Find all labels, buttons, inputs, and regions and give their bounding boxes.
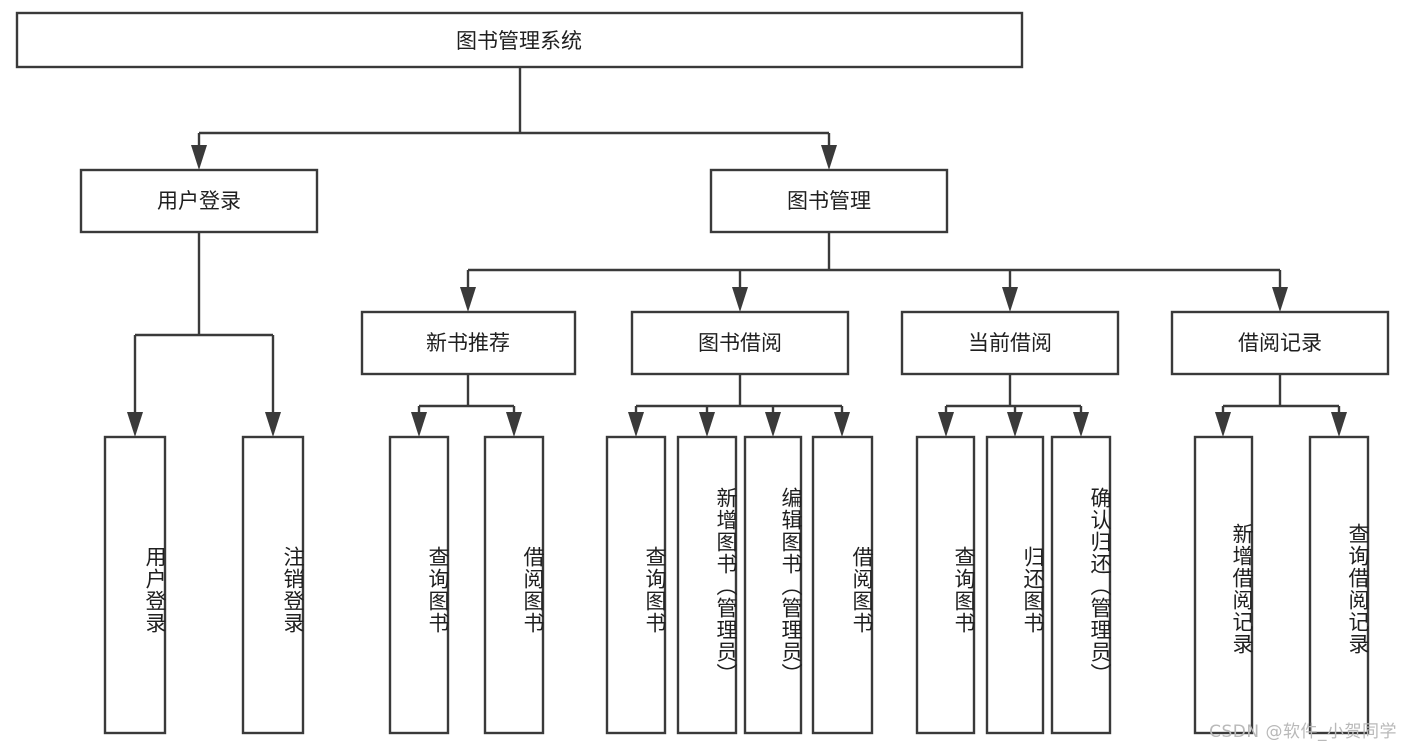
node-borrow-record-label: 借阅记录 <box>1238 331 1322 355</box>
node-book-borrow-box[interactable] <box>630 310 850 376</box>
leaf-box-add-book-admin[interactable] <box>676 435 738 735</box>
connector-group-userlogin <box>127 232 281 437</box>
leaf-box-edit-book-admin[interactable] <box>743 435 803 735</box>
connector-group-root <box>191 67 837 170</box>
leaf-box-query-borrow-record[interactable] <box>1308 435 1370 735</box>
leaf-boxes-group <box>103 435 1370 735</box>
arrow-head-icon <box>1331 412 1347 437</box>
leaf-box-borrow-book[interactable] <box>811 435 874 735</box>
leaf-box-add-borrow-record[interactable] <box>1193 435 1254 735</box>
arrow-head-icon <box>765 412 781 437</box>
arrow-head-icon <box>191 145 207 170</box>
node-book-management-box[interactable] <box>709 168 949 234</box>
leaf-box-return-book[interactable] <box>985 435 1045 735</box>
node-current-borrow-label: 当前借阅 <box>968 331 1052 355</box>
node-book-borrow-label: 图书借阅 <box>698 331 782 355</box>
arrow-head-icon <box>1007 412 1023 437</box>
arrow-head-icon <box>265 412 281 437</box>
connector-group-current <box>938 374 1089 437</box>
leaf-box-borrow-book-rec[interactable] <box>483 435 545 735</box>
arrow-head-icon <box>1073 412 1089 437</box>
node-root-system[interactable]: 图书管理系统 <box>15 11 1024 69</box>
leaf-box-query-book-rec[interactable] <box>388 435 450 735</box>
arrow-head-icon <box>732 287 748 312</box>
node-new-book-recommend[interactable]: 新书推荐 <box>360 310 577 376</box>
arrow-head-icon <box>1002 287 1018 312</box>
node-new-book-recommend-box[interactable] <box>360 310 577 376</box>
node-borrow-record[interactable]: 借阅记录 <box>1170 310 1390 376</box>
connector-group-record <box>1215 374 1347 437</box>
node-book-management-label: 图书管理 <box>787 189 871 213</box>
arrow-head-icon <box>938 412 954 437</box>
connector-group-bookmgmt <box>460 232 1288 312</box>
node-current-borrow[interactable]: 当前借阅 <box>900 310 1120 376</box>
node-user-login-label: 用户登录 <box>157 189 241 213</box>
connector-group-newbook <box>411 374 522 437</box>
arrow-head-icon <box>460 287 476 312</box>
node-root-label: 图书管理系统 <box>456 29 582 53</box>
arrow-head-icon <box>506 412 522 437</box>
leaf-box-query-book-current[interactable] <box>915 435 976 735</box>
node-book-borrow[interactable]: 图书借阅 <box>630 310 850 376</box>
connector-group-borrow <box>628 374 850 437</box>
leaf-box-query-book-borrow[interactable] <box>605 435 667 735</box>
arrow-head-icon <box>699 412 715 437</box>
node-borrow-record-box[interactable] <box>1170 310 1390 376</box>
leaf-box-logout-login[interactable] <box>241 435 305 735</box>
node-user-login[interactable]: 用户登录 <box>79 168 319 234</box>
arrow-head-icon <box>127 412 143 437</box>
leaf-box-user-login[interactable] <box>103 435 167 735</box>
arrow-head-icon <box>834 412 850 437</box>
arrow-head-icon <box>1272 287 1288 312</box>
leaf-box-confirm-return-admin[interactable] <box>1050 435 1112 735</box>
node-user-login-box[interactable] <box>79 168 319 234</box>
arrow-head-icon <box>1215 412 1231 437</box>
node-new-book-recommend-label: 新书推荐 <box>426 331 510 355</box>
node-root-box[interactable] <box>15 11 1024 69</box>
watermark-text: CSDN @软件_小贺同学 <box>1209 722 1397 742</box>
node-book-management[interactable]: 图书管理 <box>709 168 949 234</box>
arrow-head-icon <box>821 145 837 170</box>
arrow-head-icon <box>628 412 644 437</box>
arrow-head-icon <box>411 412 427 437</box>
node-current-borrow-box[interactable] <box>900 310 1120 376</box>
